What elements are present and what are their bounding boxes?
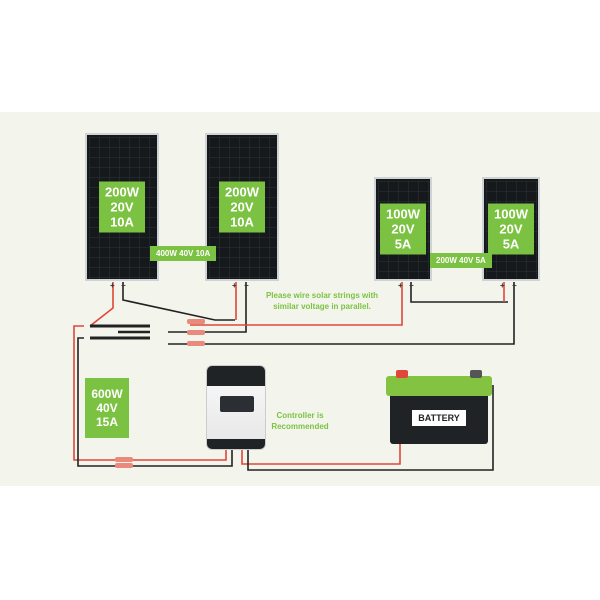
battery-lid: [386, 376, 492, 396]
wire-p3-pos: [190, 282, 403, 326]
controller-top: [207, 366, 265, 386]
parallel-note: Please wire solar strings with similar v…: [265, 291, 379, 311]
string-total-left: 400W 40V 10A: [150, 246, 217, 261]
polarity-minus: −: [121, 281, 126, 290]
polarity-plus: +: [500, 281, 505, 290]
wire-array-neg: [77, 337, 233, 467]
wire-battery-neg: [247, 385, 494, 471]
wire-p1-neg: [122, 282, 235, 321]
battery-positive-terminal: [396, 370, 408, 378]
wire-p4-neg: [168, 282, 515, 345]
fuse-4: [115, 457, 133, 462]
wire-p3-neg: [410, 282, 508, 303]
battery-label: BATTERY: [412, 410, 466, 426]
charge-controller: [206, 365, 266, 450]
string-total-right: 200W 40V 5A: [430, 253, 492, 268]
battery-negative-terminal: [470, 370, 482, 378]
fuse-2: [187, 330, 205, 335]
controller-note: Controller is Recommended: [271, 411, 329, 431]
polarity-plus: +: [110, 281, 115, 290]
fuse-3: [187, 341, 205, 346]
battery: BATTERY: [386, 370, 492, 444]
wire-array-pos: [73, 325, 227, 461]
polarity-plus: +: [232, 281, 237, 290]
polarity-minus: −: [512, 281, 517, 290]
fuse-5: [115, 463, 133, 468]
fuse-1: [187, 319, 205, 324]
polarity-minus: −: [409, 281, 414, 290]
wire-p1-pos: [89, 282, 114, 327]
controller-terminals: [207, 439, 265, 449]
controller-display: [220, 396, 254, 412]
array-total: 600W 40V 15A: [85, 378, 129, 438]
polarity-minus: −: [244, 281, 249, 290]
polarity-plus: +: [398, 281, 403, 290]
